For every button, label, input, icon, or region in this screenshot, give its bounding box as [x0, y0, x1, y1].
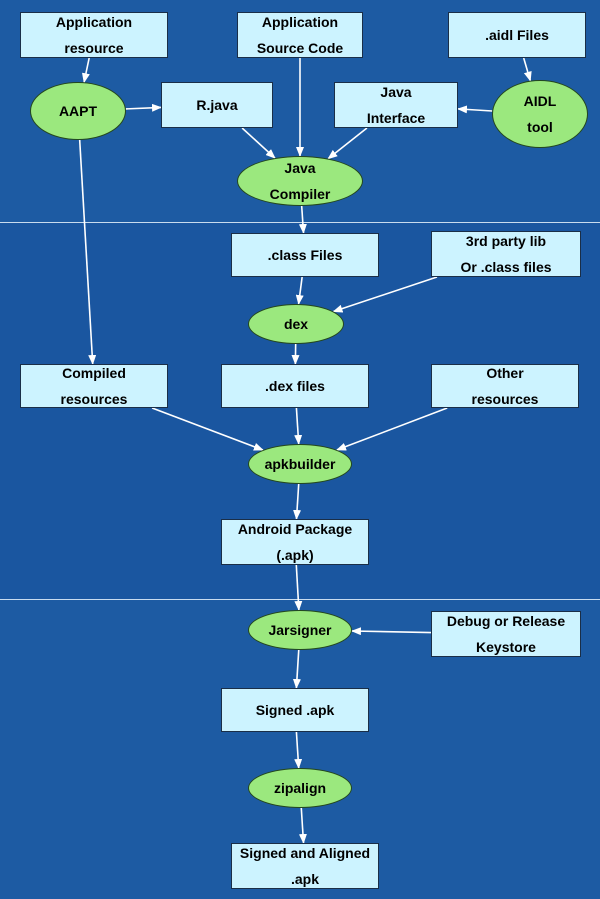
dex-files-box: .dex files — [221, 364, 369, 408]
java-compiler-oval: Java Compiler — [237, 156, 363, 206]
arrow-compiled_resources-to-apkbuilder — [151, 407, 264, 451]
arrow-class_files-to-dex — [295, 276, 304, 306]
compiled-resources-box: Compiled resources — [20, 364, 168, 408]
jarsigner-oval: Jarsigner — [248, 610, 352, 650]
application-source-code-box: Application Source Code — [237, 12, 363, 58]
arrow-dex_files-to-apkbuilder — [294, 407, 303, 446]
arrow-aidl_files-to-aidl_tool — [522, 57, 532, 82]
keystore-box: Debug or Release Keystore — [431, 611, 581, 657]
r-java-box: R.java — [161, 82, 273, 128]
arrow-aapt-to-r_java — [125, 103, 162, 112]
aapt-oval: AAPT — [30, 82, 126, 140]
arrow-jarsigner-to-signed_apk — [292, 649, 301, 689]
section-divider — [0, 599, 600, 600]
apkbuilder-oval: apkbuilder — [248, 444, 352, 484]
arrow-keystore-to-jarsigner — [350, 627, 432, 636]
arrow-java_interface-to-java_compiler — [327, 127, 368, 160]
arrow-android_package-to-jarsigner — [294, 564, 303, 612]
signed-aligned-apk-box: Signed and Aligned .apk — [231, 843, 379, 889]
aidl-tool-oval: AIDL tool — [492, 80, 588, 148]
arrow-aidl_tool-to-java_interface — [457, 105, 493, 114]
section-divider — [0, 222, 600, 223]
other-resources-box: Other resources — [431, 364, 579, 408]
arrow-third_party-to-dex — [332, 276, 438, 313]
arrow-other_resources-to-apkbuilder — [336, 407, 448, 451]
arrow-r_java-to-java_compiler — [241, 127, 276, 159]
arrow-aapt-to-compiled_resources — [78, 139, 97, 365]
arrow-zipalign-to-signed_aligned — [298, 807, 307, 844]
zipalign-oval: zipalign — [248, 768, 352, 808]
class-files-box: .class Files — [231, 233, 379, 277]
arrow-signed_apk-to-zipalign — [294, 731, 303, 770]
java-interface-box: Java Interface — [334, 82, 458, 128]
dex-oval: dex — [248, 304, 344, 344]
application-resource-box: Application resource — [20, 12, 168, 58]
signed-apk-box: Signed .apk — [221, 688, 369, 732]
android-package-box: Android Package (.apk) — [221, 519, 369, 565]
third-party-lib-box: 3rd party lib Or .class files — [431, 231, 581, 277]
arrow-java_compiler-to-class_files — [298, 205, 307, 234]
aidl-files-box: .aidl Files — [448, 12, 586, 58]
arrow-apkbuilder-to-android_package — [293, 483, 302, 520]
arrow-app_resource-to-aapt — [81, 57, 90, 84]
